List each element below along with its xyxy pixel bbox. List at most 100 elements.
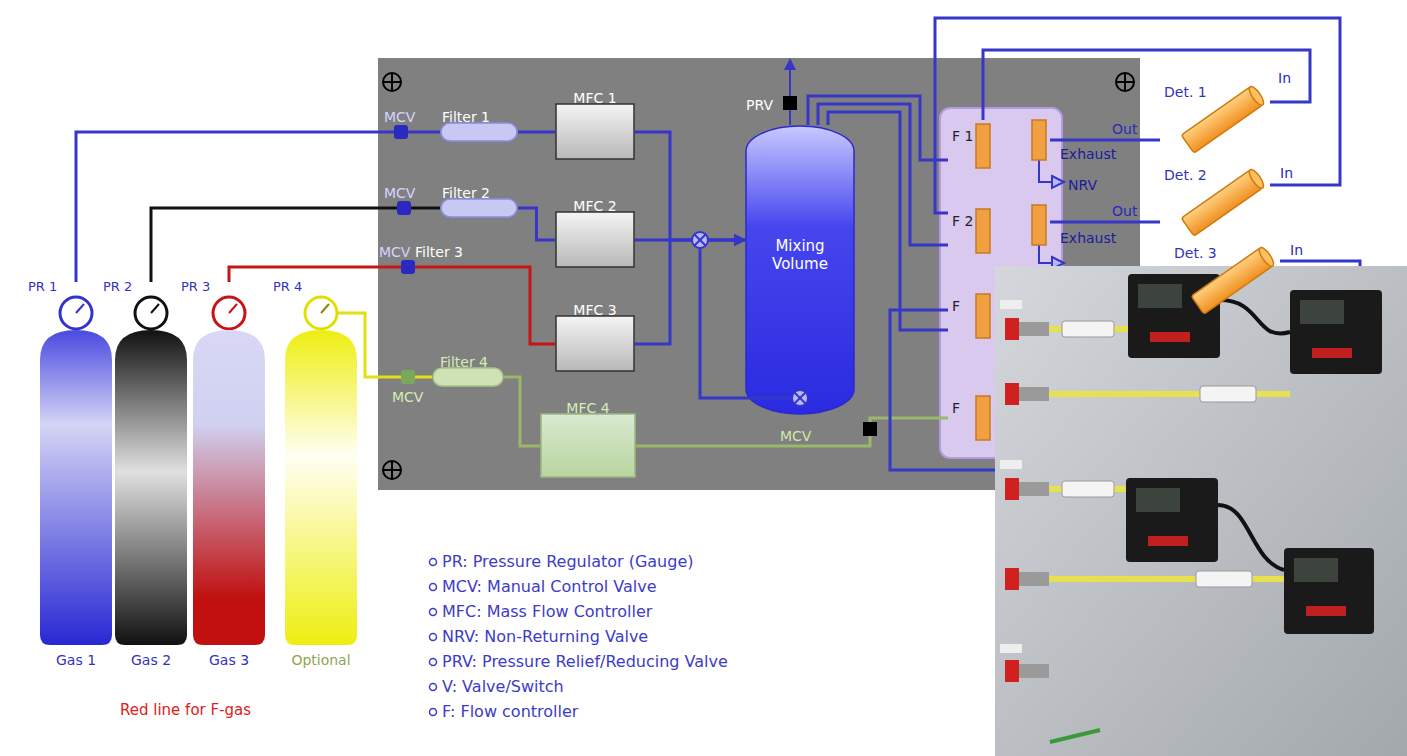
color-note: Red line for F-gas — [120, 701, 251, 719]
bullet-marker — [430, 709, 437, 716]
gas-cylinder: Gas 3 — [193, 330, 265, 675]
label-anchor: Out — [1112, 119, 1137, 138]
node-label: Det. 3 — [1174, 245, 1217, 262]
gas-filter: Filter 2 — [440, 183, 518, 217]
detector: Det. 3 — [1170, 243, 1280, 293]
gauge-needle — [76, 304, 84, 313]
gauge-dial — [213, 297, 245, 329]
node-shape — [40, 330, 112, 675]
label-anchor: PRV — [746, 95, 773, 114]
filter-capsule — [441, 199, 517, 217]
cylinder-body — [285, 330, 357, 645]
label-anchor: MCV — [384, 107, 415, 126]
photo-device — [1290, 290, 1382, 374]
port-label: In — [1290, 242, 1303, 259]
node-label: MFC 3 — [573, 302, 616, 319]
photo-fitting — [1019, 322, 1049, 678]
gas-cylinder: Optional — [285, 330, 357, 675]
label-anchor: MCV — [379, 242, 410, 261]
gas-filter: Filter 4 — [432, 352, 504, 386]
flow-controller-channel: F — [948, 290, 995, 342]
node-label: MFC 2 — [573, 198, 616, 215]
node-shape — [948, 290, 995, 342]
pressure-gauge: PR 2 — [103, 282, 168, 332]
port-label: Out — [1112, 121, 1137, 138]
exhaust-line — [1039, 160, 1052, 182]
label-anchor: PR: Pressure Regulator (Gauge) — [442, 552, 694, 571]
node-label: F — [952, 400, 960, 417]
pipe-connector — [983, 50, 1310, 120]
flow-bar — [976, 294, 990, 338]
switch-valve-cross — [794, 392, 806, 404]
flow-bar — [1032, 120, 1046, 160]
pipe-connector — [518, 131, 555, 134]
legend-note: MCV: Manual Control Valve — [442, 577, 657, 596]
label-anchor: V: Valve/Switch — [442, 677, 564, 696]
mass-flow-controller: MFC 3 — [555, 300, 635, 372]
mass-flow-controller: MFC 1 — [555, 88, 635, 160]
legend-note: MFC: Mass Flow Controller — [442, 602, 652, 621]
exhaust-line — [1039, 245, 1052, 263]
port-label: In — [1280, 165, 1293, 182]
pipe-connector — [151, 208, 440, 282]
photo-device — [1284, 548, 1374, 634]
pipe-connector — [935, 18, 1340, 213]
photo-tubing — [1049, 329, 1290, 579]
filter-capsule — [441, 123, 517, 141]
node-label: Gas 2 — [131, 652, 171, 669]
label-anchor: F: Flow controller — [442, 702, 578, 721]
pressure-gauge: PR 3 — [181, 282, 246, 332]
pressure-gauge: PR 4 — [273, 282, 338, 332]
controller-box — [556, 316, 634, 371]
valve-label: MCV — [780, 428, 811, 445]
controller-box — [556, 104, 634, 159]
label-anchor: Exhaust — [1060, 144, 1116, 163]
bullet-marker — [430, 559, 437, 566]
label-anchor: NRV: Non-Returning Valve — [442, 627, 648, 646]
pipe-connector — [635, 132, 745, 240]
node-shape — [948, 392, 995, 444]
label-anchor: MCV — [780, 426, 811, 445]
bullet-marker — [430, 659, 437, 666]
manual-valve — [397, 201, 411, 215]
node-label: PR 2 — [103, 279, 132, 295]
detector: Det. 2 — [1160, 165, 1270, 233]
pipe-connector — [1050, 139, 1160, 142]
label-anchor: In — [1290, 240, 1303, 259]
label-anchor: PRV: Pressure Relief/Reducing Valve — [442, 652, 728, 671]
photo-cable — [1218, 505, 1284, 570]
photo-cable — [1220, 300, 1290, 334]
node-shape — [948, 120, 1050, 172]
bypass-line — [745, 397, 792, 400]
gauge-dial — [305, 297, 337, 329]
pipe-connector — [636, 418, 948, 446]
gauge-needle — [151, 304, 159, 313]
filter-capsule — [433, 368, 503, 386]
gas-filter: Filter 1 — [440, 107, 518, 141]
cylinder-body — [40, 330, 112, 645]
label-anchor: In — [1278, 68, 1291, 87]
node-label: Mixing Volume — [745, 237, 855, 273]
detector-end — [1247, 168, 1266, 191]
manual-valve — [863, 422, 877, 436]
node-label: Gas 3 — [209, 652, 249, 669]
node-label: F — [952, 298, 960, 315]
node-shape — [285, 330, 357, 675]
pipe-connector — [635, 240, 745, 344]
flow-bar — [976, 209, 990, 253]
label-anchor: Exhaust — [1060, 228, 1116, 247]
part-label: Filter 3 — [415, 244, 463, 261]
node-label: Filter 4 — [440, 354, 488, 371]
pressure-gauge: PR 1 — [28, 282, 93, 332]
label-anchor: MCV — [392, 387, 423, 406]
pipe-connector — [76, 132, 440, 282]
node-label: Optional — [291, 652, 350, 669]
node-label: F 2 — [952, 213, 973, 230]
gas-cylinder: Gas 1 — [40, 330, 112, 675]
flow-bar — [976, 396, 990, 440]
flow-controller-channel: F 1 — [948, 120, 1050, 172]
photo-device — [1126, 478, 1218, 562]
label-anchor: MCV — [384, 183, 415, 202]
label-anchor: Out — [1112, 201, 1137, 220]
valve-label: NRV — [1068, 177, 1097, 194]
